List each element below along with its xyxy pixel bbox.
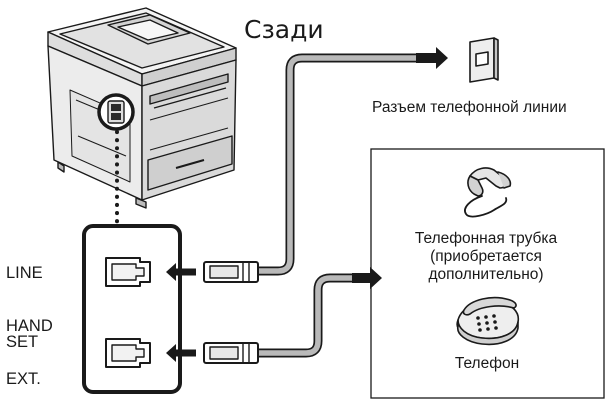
- wall-jack-label: Разъем телефонной линии: [372, 99, 567, 116]
- handset-cable: [253, 273, 357, 358]
- rear-label: Сзади: [244, 15, 324, 44]
- arrow-left-icon: [166, 344, 196, 362]
- arrow-right-icon: [416, 47, 448, 69]
- line-cable: [253, 53, 423, 276]
- telephone-icon: [456, 296, 520, 346]
- rj11-plug-icon: [203, 342, 259, 364]
- arrow-right-icon: [352, 267, 382, 289]
- wall-jack-icon: [469, 37, 499, 83]
- handset-label-line2: (приобретается: [430, 248, 542, 265]
- external-equipment-box: [370, 148, 605, 399]
- rj11-plug-icon: [203, 261, 259, 283]
- handset-label-line1: Телефонная трубка: [415, 230, 558, 247]
- port-ext-label: EXT.: [6, 370, 41, 388]
- port-hand-label: HAND: [6, 317, 53, 335]
- printer-icon: [47, 7, 237, 209]
- handset-label-line3: дополнительно): [428, 266, 543, 283]
- port-line-label: LINE: [6, 264, 43, 282]
- port-highlight-circle: [97, 93, 135, 131]
- rj11-port-icon: [105, 257, 151, 287]
- arrow-left-icon: [166, 263, 196, 281]
- rj11-port-icon: [105, 338, 151, 368]
- port-set-label: SET: [6, 333, 38, 351]
- telephone-label: Телефон: [455, 355, 519, 372]
- handset-icon: [464, 167, 512, 218]
